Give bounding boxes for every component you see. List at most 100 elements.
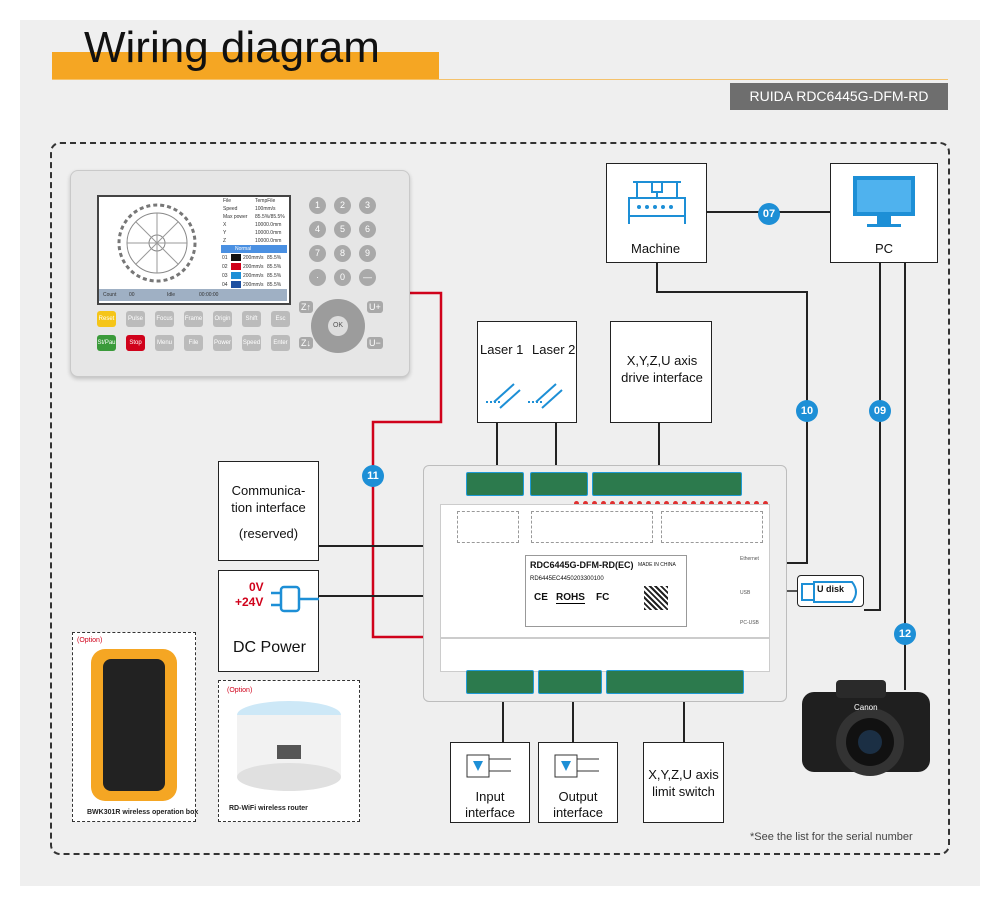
panel-function-key[interactable]: Focus <box>155 311 174 327</box>
lcd-info-value: 85.5%/85.5% <box>255 214 285 220</box>
title-underline <box>52 79 948 80</box>
z-down-key[interactable]: Z↓ <box>299 337 313 349</box>
pc-box: PC <box>830 163 938 263</box>
numpad-key[interactable]: 4 <box>309 221 326 238</box>
u-plus-key[interactable]: U+ <box>367 301 383 313</box>
panel-function-key[interactable]: Frame <box>184 311 203 327</box>
numpad-key[interactable]: 2 <box>334 197 351 214</box>
output-interface-line1: Output <box>558 789 598 804</box>
diagram-frame <box>50 142 950 855</box>
lcd-info-value: 100mm/s <box>255 206 276 212</box>
lcd-info-key: Speed <box>223 206 238 212</box>
u-minus-key[interactable]: U− <box>367 337 383 349</box>
power-plug-icon <box>271 585 319 613</box>
ethernet-port-label: Ethernet <box>740 556 759 562</box>
serial-footnote: *See the list for the serial number <box>750 831 913 843</box>
panel-function-key[interactable]: St/Pau <box>97 335 116 351</box>
lcd-idle-status: Idle <box>167 292 176 298</box>
made-in: MADE IN CHINA <box>638 562 676 568</box>
status-led <box>601 501 606 506</box>
panel-function-key[interactable]: Shift <box>242 311 261 327</box>
controller-model: RDC6445G-DFM-RD(EC) <box>530 560 634 570</box>
lcd-info-value: 10000.0mm <box>255 230 282 236</box>
pc-label: PC <box>875 241 894 256</box>
status-led <box>745 501 750 506</box>
input-connector <box>466 670 534 694</box>
direction-pad[interactable]: OK <box>311 299 365 353</box>
ok-key[interactable]: OK <box>328 316 348 336</box>
communication-interface-line2: tion interface <box>231 500 306 515</box>
lcd-layer-speed: 200mm/s <box>243 273 264 279</box>
communication-interface-box: Communica- tion interface (reserved) <box>218 461 319 561</box>
lcd-layer-speed: 200mm/s <box>243 282 264 288</box>
lcd-info-key: Y <box>223 230 227 236</box>
status-led <box>610 501 615 506</box>
u-disk-label: U disk <box>817 584 845 594</box>
limit-switch-box: X,Y,Z,U axis limit switch <box>643 742 724 823</box>
lcd-layer-number: 02 <box>222 264 228 270</box>
lcd-info-key: Z <box>223 238 227 244</box>
output-interface-line2: interface <box>553 805 603 820</box>
badge-09: 09 <box>869 400 891 422</box>
z-up-key[interactable]: Z↑ <box>299 301 313 313</box>
axis-drive-connector <box>592 472 742 496</box>
status-led <box>673 501 678 506</box>
wifi-router-icon <box>237 701 341 791</box>
bwk-caption: BWK301R wireless operation box <box>87 809 199 816</box>
lcd-info-key: Max power <box>223 214 248 220</box>
numpad-key[interactable]: 1 <box>309 197 326 214</box>
page-title: Wiring diagram <box>84 23 380 72</box>
lcd-layer-number: 03 <box>222 273 228 279</box>
wifi-caption: RD-WiFi wireless router <box>229 805 308 812</box>
panel-function-key[interactable]: Origin <box>213 311 232 327</box>
panel-function-key[interactable]: Esc <box>271 311 290 327</box>
pin-label-block <box>531 511 653 543</box>
laser2-connector <box>530 472 588 496</box>
lcd-info-value: 10000.0mm <box>255 222 282 228</box>
svg-text:Canon: Canon <box>854 703 878 712</box>
badge-10: 10 <box>796 400 818 422</box>
numpad-key[interactable]: 7 <box>309 245 326 262</box>
status-led <box>691 501 696 506</box>
numpad-key[interactable]: 9 <box>359 245 376 262</box>
lcd-layer-color <box>231 272 241 279</box>
numpad-key[interactable]: · <box>309 269 326 286</box>
numpad-key[interactable]: 0 <box>334 269 351 286</box>
panel-function-key[interactable]: Power <box>213 335 232 351</box>
status-led <box>592 501 597 506</box>
wireless-handheld-icon <box>91 649 177 801</box>
numpad-key[interactable]: 5 <box>334 221 351 238</box>
input-interface-line1: Input <box>475 789 505 804</box>
panel-function-key[interactable]: File <box>184 335 203 351</box>
numpad-key[interactable]: 3 <box>359 197 376 214</box>
rohs-mark: ROHS <box>556 592 585 604</box>
panel-function-key[interactable]: Menu <box>155 335 174 351</box>
cnc-machine-icon <box>628 181 686 224</box>
numpad-key[interactable]: 6 <box>359 221 376 238</box>
status-led <box>754 501 759 506</box>
panel-function-key[interactable]: Speed <box>242 335 261 351</box>
status-led <box>655 501 660 506</box>
lcd-count-label: Count <box>103 292 117 298</box>
panel-function-key[interactable]: Stop <box>126 335 145 351</box>
status-led <box>727 501 732 506</box>
panel-function-key[interactable]: Enter <box>271 335 290 351</box>
communication-interface-line1: Communica- <box>231 483 306 498</box>
limit-switch-line2: limit switch <box>652 784 715 799</box>
numpad-key[interactable]: — <box>359 269 376 286</box>
input-interface-line2: interface <box>465 805 515 820</box>
panel-function-key[interactable]: Reset <box>97 311 116 327</box>
numpad-key[interactable]: 8 <box>334 245 351 262</box>
fc-mark: FC <box>596 592 610 603</box>
controller-label-plate: RDC6445G-DFM-RD(EC) MADE IN CHINA RD6445… <box>525 555 687 627</box>
rdc-controller-board: RDC6445G-DFM-RD(EC) MADE IN CHINA RD6445… <box>423 465 787 702</box>
limit-switch-connector <box>606 670 744 694</box>
lcd-info-value: TempFile <box>255 198 276 204</box>
camera-icon: Canon <box>802 680 930 776</box>
panel-function-key[interactable]: Pulse <box>126 311 145 327</box>
gear-preview-icon <box>117 203 197 283</box>
